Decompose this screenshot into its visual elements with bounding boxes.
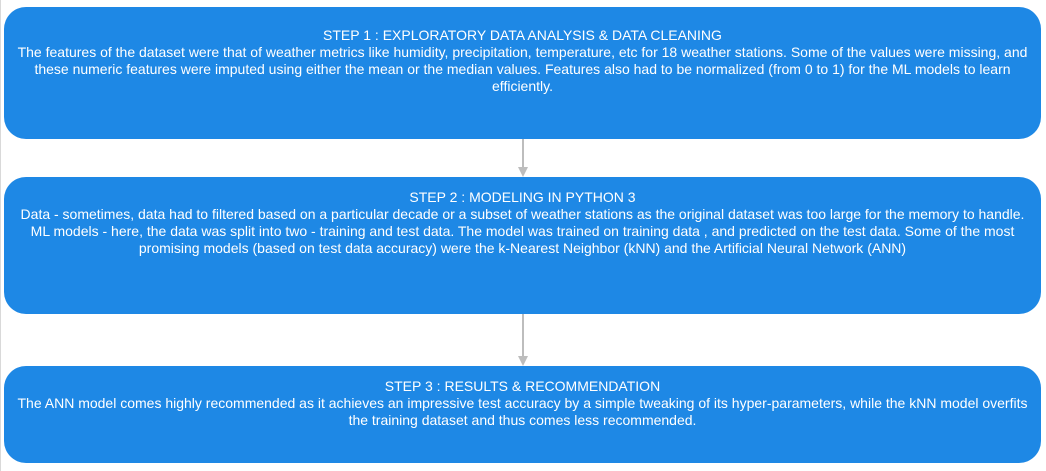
connector-line (522, 139, 524, 169)
arrow-step-1-to-2 (518, 139, 528, 177)
step-2-title: STEP 2 : MODELING IN PYTHON 3 (409, 189, 636, 205)
step-1-body: The features of the dataset were that of… (17, 44, 1028, 94)
connector-line (522, 314, 524, 358)
arrow-step-2-to-3 (518, 314, 528, 366)
left-border-line (0, 0, 1, 471)
step-2-box: STEP 2 : MODELING IN PYTHON 3 Data - som… (4, 177, 1041, 314)
step-2-body-ml-models: ML models - here, the data was split int… (30, 223, 1015, 256)
arrow-down-icon (518, 356, 528, 366)
step-3-body: The ANN model comes highly recommended a… (17, 395, 1028, 428)
step-3-box: STEP 3 : RESULTS & RECOMMENDATION The AN… (4, 366, 1041, 463)
step-1-box: STEP 1 : EXPLORATORY DATA ANALYSIS & DAT… (4, 7, 1041, 139)
arrow-down-icon (518, 167, 528, 177)
step-2-body-data: Data - sometimes, data had to filtered b… (20, 206, 1025, 222)
step-3-title: STEP 3 : RESULTS & RECOMMENDATION (384, 378, 661, 394)
step-1-title: STEP 1 : EXPLORATORY DATA ANALYSIS & DAT… (323, 27, 722, 43)
